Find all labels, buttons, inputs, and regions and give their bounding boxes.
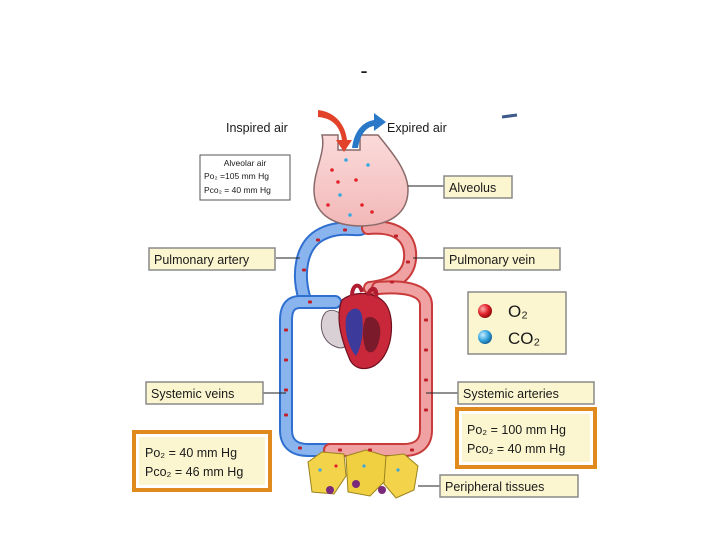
- alveolar-air-heading: Alveolar air: [224, 158, 267, 168]
- blood-cell-mark: [284, 388, 288, 392]
- expired-air-label: Expired air: [387, 121, 447, 135]
- blood-cell-mark: [406, 260, 410, 264]
- blood-cell-mark: [308, 300, 312, 304]
- label-systemic-arteries: Systemic arteries: [426, 381, 595, 405]
- page-title: -: [360, 58, 367, 83]
- venous-pressure-box: Po₂ = 40 mm Hg Pco₂ = 46 mm Hg: [132, 430, 272, 492]
- label-pulmonary-artery: Pulmonary artery: [148, 247, 300, 271]
- blood-cell-mark: [410, 448, 414, 452]
- alveolar-pco2: Pco₂ = 40 mm Hg: [204, 185, 271, 195]
- pulmonary-vein-label: Pulmonary vein: [449, 253, 535, 267]
- blood-cell-mark: [284, 413, 288, 417]
- arterial-pco2: Pco₂ = 40 mm Hg: [467, 442, 565, 456]
- alveolus-gas-dots: [326, 158, 374, 217]
- alveolus-sac: [313, 134, 409, 227]
- o2-dot-icon: [478, 304, 492, 318]
- blood-cell-mark: [343, 228, 347, 232]
- blood-cell-mark: [424, 378, 428, 382]
- arterial-pressure-box: Po₂ = 100 mm Hg Pco₂ = 40 mm Hg: [455, 407, 597, 469]
- blood-cell-mark: [424, 348, 428, 352]
- blood-cell-mark: [424, 408, 428, 412]
- venous-pco2: Pco₂ = 46 mm Hg: [145, 465, 243, 479]
- legend-co2-label: CO₂: [508, 329, 540, 348]
- alveolar-air-box: Alveolar air Po₂ =105 mm Hg Pco₂ = 40 mm…: [199, 154, 291, 201]
- venous-po2: Po₂ = 40 mm Hg: [145, 446, 237, 460]
- blood-cell-mark: [316, 238, 320, 242]
- peripheral-tissue-cells: [307, 449, 419, 499]
- systemic-veins-label: Systemic veins: [151, 387, 234, 401]
- legend-o2-label: O₂: [508, 302, 528, 321]
- blood-cell-mark: [390, 280, 394, 284]
- blood-cell-mark: [338, 448, 342, 452]
- blood-cell-mark: [284, 358, 288, 362]
- blood-cell-mark: [368, 448, 372, 452]
- vessel-blood-cells: [284, 228, 428, 452]
- blood-cell-mark: [284, 328, 288, 332]
- label-peripheral-tissues: Peripheral tissues: [418, 474, 579, 498]
- alveolus-label: Alveolus: [449, 181, 496, 195]
- blood-cell-mark: [394, 234, 398, 238]
- heart-illustration: [320, 283, 393, 370]
- expired-air-arrow: [352, 113, 386, 148]
- label-pulmonary-vein: Pulmonary vein: [413, 247, 561, 271]
- alveolar-po2: Po₂ =105 mm Hg: [204, 171, 269, 181]
- blood-cell-mark: [302, 268, 306, 272]
- blood-cell-mark: [424, 318, 428, 322]
- systemic-arteries-label: Systemic arteries: [463, 387, 559, 401]
- inspired-air-label: Inspired air: [226, 121, 288, 135]
- co2-dot-icon: [478, 330, 492, 344]
- decorative-mark: [501, 113, 518, 119]
- peripheral-tissues-label: Peripheral tissues: [445, 480, 544, 494]
- label-alveolus: Alveolus: [408, 175, 513, 199]
- inspired-air-arrow: [318, 110, 352, 152]
- arterial-po2: Po₂ = 100 mm Hg: [467, 423, 566, 437]
- legend-box: O₂ CO₂: [467, 291, 567, 355]
- label-systemic-veins: Systemic veins: [145, 381, 286, 405]
- blood-cell-mark: [298, 446, 302, 450]
- pulmonary-artery-label: Pulmonary artery: [154, 253, 250, 267]
